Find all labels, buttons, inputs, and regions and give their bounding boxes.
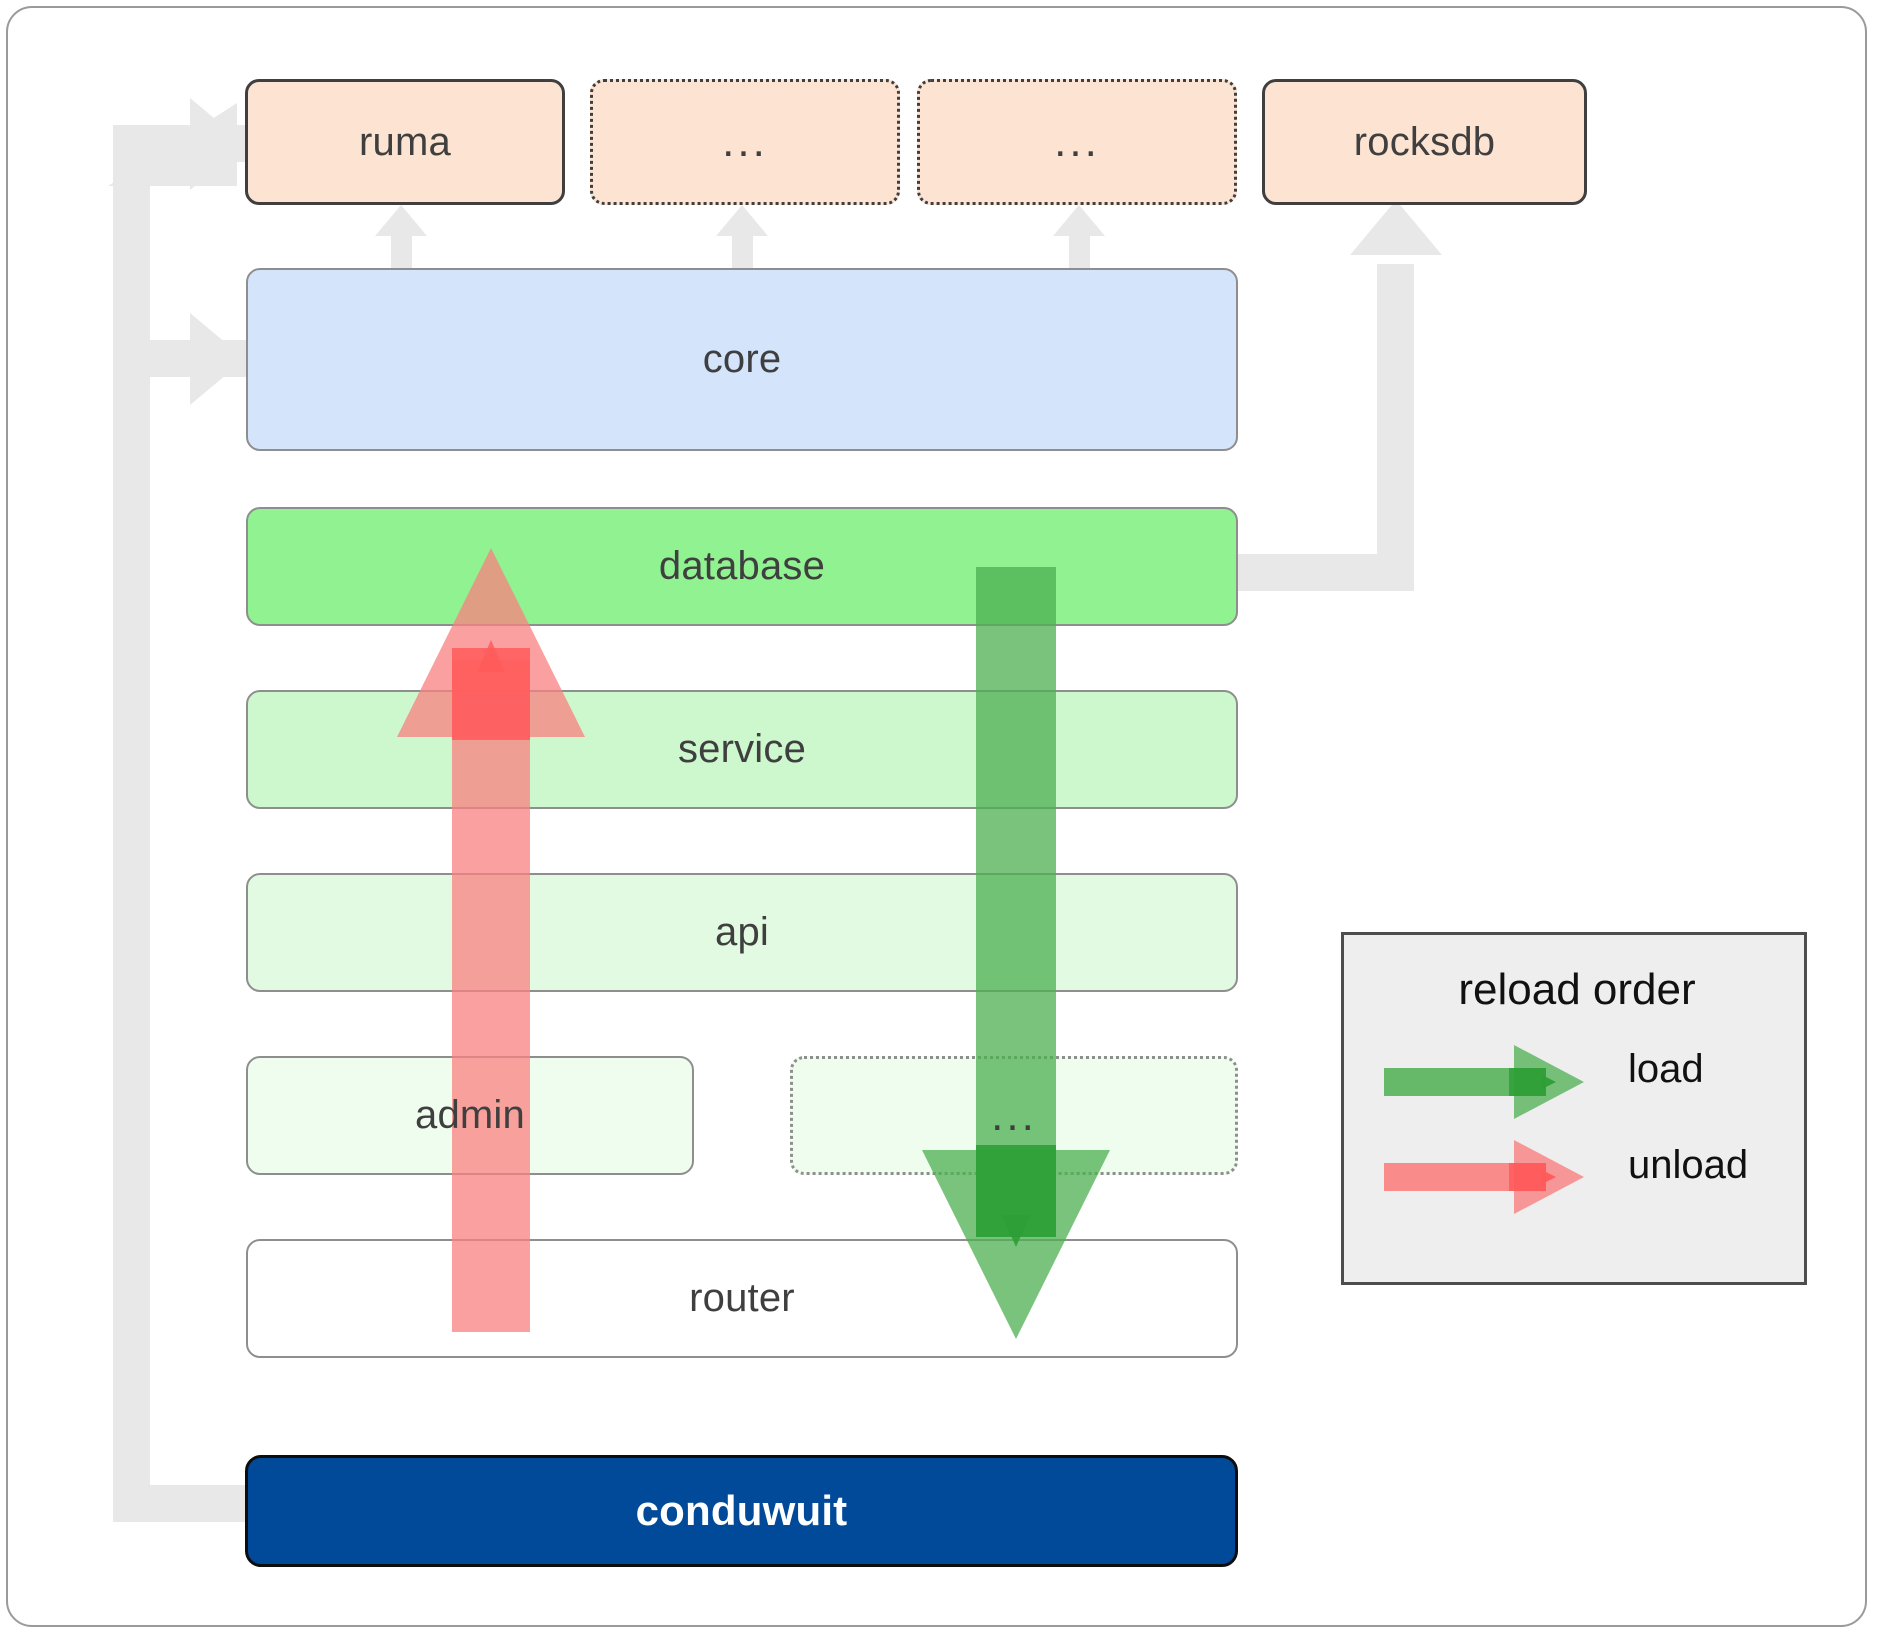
- legend-panel: reload order load unload: [1341, 932, 1807, 1285]
- dependency-label: ...: [1054, 117, 1100, 167]
- dependency-label: ...: [722, 117, 768, 167]
- layer-box-more[interactable]: ...: [790, 1056, 1238, 1175]
- dependency-box-ruma[interactable]: ruma: [245, 79, 565, 205]
- dependency-box-more-1[interactable]: ...: [590, 79, 900, 205]
- dependency-box-rocksdb[interactable]: rocksdb: [1262, 79, 1587, 205]
- layer-box-admin[interactable]: admin: [246, 1056, 694, 1175]
- legend-label-unload: unload: [1628, 1143, 1749, 1187]
- layer-label: api: [715, 910, 769, 954]
- layer-box-core[interactable]: core: [246, 268, 1238, 451]
- layer-label: core: [702, 337, 782, 381]
- layer-label: database: [658, 544, 826, 588]
- layer-box-router[interactable]: router: [246, 1239, 1238, 1358]
- legend-label-load: load: [1628, 1047, 1704, 1091]
- layer-box-api[interactable]: api: [246, 873, 1238, 992]
- legend-title: reload order: [1458, 965, 1696, 1014]
- dependency-box-more-2[interactable]: ...: [917, 79, 1237, 205]
- diagram-frame: [6, 6, 1867, 1627]
- legend-unload-arrow: [1384, 1140, 1584, 1214]
- layer-label: router: [689, 1276, 795, 1320]
- layer-label: service: [677, 727, 807, 771]
- legend-load-arrow: [1384, 1045, 1584, 1119]
- layer-box-service[interactable]: service: [246, 690, 1238, 809]
- legend-arrows: [1384, 1045, 1584, 1214]
- dependency-label: rocksdb: [1353, 119, 1496, 164]
- application-box-conduwuit[interactable]: conduwuit: [245, 1455, 1238, 1567]
- layer-box-database[interactable]: database: [246, 507, 1238, 626]
- application-label: conduwuit: [635, 1487, 848, 1534]
- layer-label: ...: [991, 1090, 1037, 1140]
- dependency-label: ruma: [359, 119, 451, 164]
- layer-label: admin: [415, 1093, 525, 1137]
